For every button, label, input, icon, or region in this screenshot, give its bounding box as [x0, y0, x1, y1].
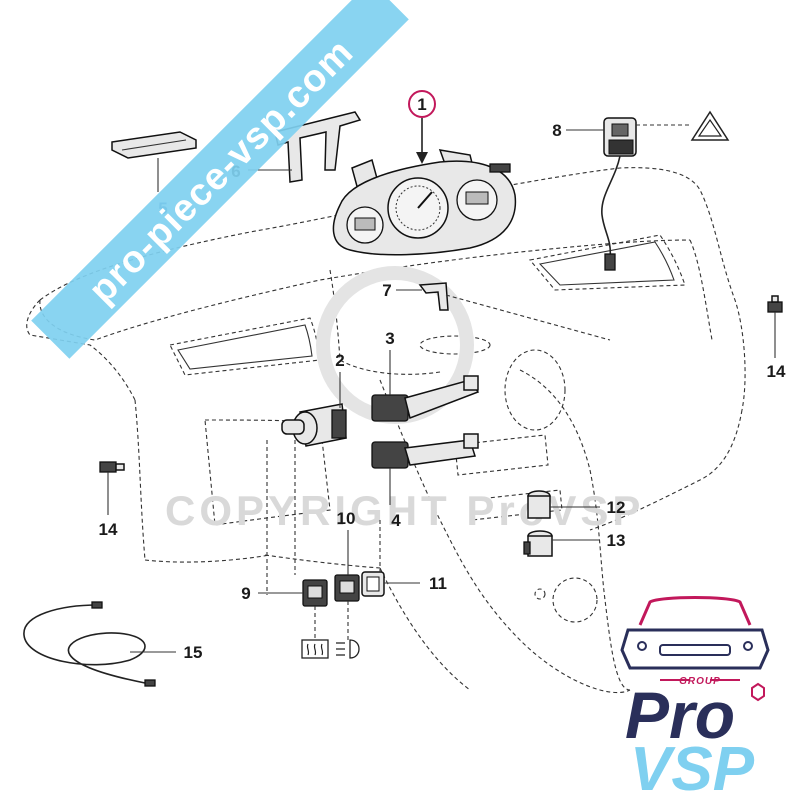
callout-3: 3	[385, 329, 394, 348]
part-11-blank	[361, 571, 385, 597]
callout-14-left: 14	[99, 520, 118, 539]
provsp-logo: GROUP Pro VSP	[620, 596, 770, 800]
part-13-socket	[523, 530, 553, 557]
logo-group-text: GROUP	[679, 676, 721, 687]
leader-lines	[107, 118, 776, 653]
callout-8: 8	[552, 121, 561, 140]
banner-url: pro-piece-vsp.com	[81, 31, 362, 312]
callout-4: 4	[391, 511, 401, 530]
callout-10: 10	[337, 509, 356, 528]
callout-11: 11	[429, 574, 447, 593]
website-banner: pro-piece-vsp.com	[31, 0, 409, 359]
hazard-triangle-icon	[690, 110, 730, 141]
part-10-switch	[334, 574, 360, 602]
callout-15: 15	[184, 643, 203, 662]
part-12-socket	[527, 490, 551, 519]
callout-12: 12	[607, 498, 626, 517]
part-15-cable	[23, 601, 156, 687]
part-8-hazard-switch	[601, 117, 637, 271]
copyright-watermark: COPYRIGHT ProVSP	[165, 266, 644, 534]
instrument-cluster	[332, 149, 517, 256]
part-9-switch	[302, 579, 328, 607]
callout-7: 7	[382, 281, 391, 300]
dashboard-outline	[26, 167, 746, 694]
part-14-connector-right	[767, 295, 783, 320]
callout-1-ring	[408, 90, 436, 118]
callout-1: 1	[417, 95, 426, 114]
callout-14-right: 14	[767, 362, 786, 381]
callout-2: 2	[335, 351, 344, 370]
part-14-connector-left	[99, 461, 125, 473]
part-5-pad	[111, 131, 197, 159]
logo-vsp-text: VSP	[630, 735, 755, 800]
part-2-ignition	[281, 403, 347, 447]
rear-defrost-icon	[301, 639, 329, 659]
hexagon-icon	[751, 682, 765, 702]
watermark-text: COPYRIGHT ProVSP	[165, 487, 644, 534]
logo-pro-text: Pro	[625, 678, 735, 752]
callout-13: 13	[607, 531, 626, 550]
rear-fog-icon	[336, 639, 360, 659]
part-7-clip	[418, 282, 449, 311]
callout-9: 9	[241, 584, 250, 603]
part-4-stalk	[371, 433, 479, 469]
